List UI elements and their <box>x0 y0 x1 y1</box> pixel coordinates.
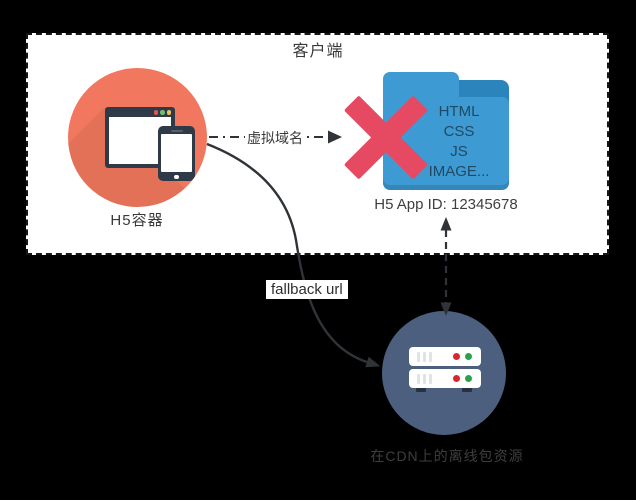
phone-screen <box>161 134 192 172</box>
fallback-url-label: fallback url <box>266 280 348 299</box>
titlebar-dot-red <box>153 110 158 115</box>
h5-container-label: H5容器 <box>110 212 164 229</box>
cdn-resource-label: 在CDN上的离线包资源 <box>370 448 524 464</box>
server-led-red <box>453 375 460 382</box>
server-foot <box>416 388 426 392</box>
server-rack-top <box>409 347 481 366</box>
phone-speaker <box>170 129 183 132</box>
x-mark-icon <box>330 81 442 193</box>
titlebar-dot-green <box>160 110 165 115</box>
folder-file-list: HTML CSS JS IMAGE... <box>403 102 515 182</box>
folder-file-css: CSS <box>443 123 475 140</box>
server-led-green <box>465 375 472 382</box>
server-rack-bottom <box>409 369 481 388</box>
server-foot <box>462 388 472 392</box>
client-box-title: 客户端 <box>292 43 344 60</box>
server-led-red <box>453 353 460 360</box>
arrowhead-curve <box>365 356 381 368</box>
browser-titlebar <box>105 107 175 117</box>
h5-container-icon <box>68 68 207 207</box>
h5-app-id-label: H5 App ID: 12345678 <box>374 196 518 213</box>
virtual-domain-label: 虚拟域名 <box>245 128 305 148</box>
folder-file-js: JS <box>450 143 468 160</box>
smartphone-icon <box>158 126 195 181</box>
titlebar-dot-yellow <box>166 110 171 115</box>
folder-file-image: IMAGE... <box>428 163 490 180</box>
folder-file-html: HTML <box>438 103 480 120</box>
server-led-green <box>465 353 472 360</box>
phone-home-button <box>174 174 179 179</box>
cdn-server-icon <box>382 311 506 435</box>
